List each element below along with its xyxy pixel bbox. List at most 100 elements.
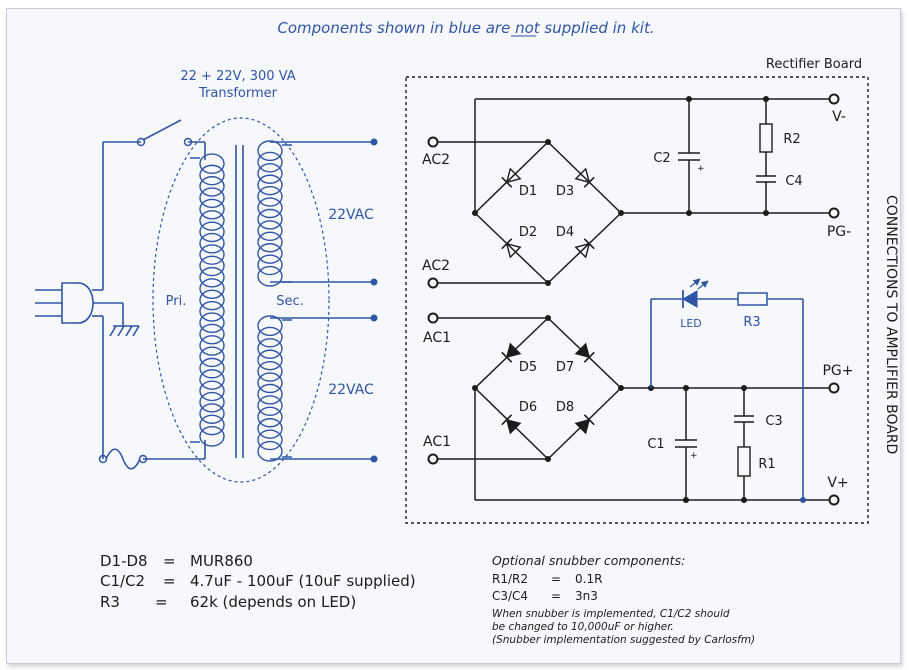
terminal-dot [370, 138, 378, 146]
terminal-pg-minus [828, 207, 840, 219]
resistor-r2-icon [759, 123, 773, 153]
secondary-label: Sec. [276, 294, 304, 309]
coil-turn [199, 221, 225, 243]
wire [474, 212, 549, 284]
junction [545, 280, 551, 286]
capacitor-c2-label: C2 [653, 151, 670, 166]
terminal-ac2-top [427, 136, 439, 148]
coil-turn [199, 278, 225, 299]
parts-list: D1-D8 = MUR860 C1/C2 = 4.7uF - 100uF (10… [100, 552, 416, 611]
transformer-name: Transformer [198, 86, 278, 101]
coil-turn [257, 151, 283, 173]
led-label: LED [680, 317, 702, 330]
coil-turn [257, 208, 283, 230]
input-ac1-bottom-label: AC1 [423, 434, 451, 450]
coil-turn [199, 153, 225, 175]
coil-turn [257, 383, 283, 405]
diode-d3-label: D3 [556, 184, 574, 199]
diode-d1-icon [501, 167, 522, 188]
coil-turn [199, 312, 225, 334]
output-v-minus-label: V- [832, 109, 846, 125]
coil-turn [257, 185, 283, 207]
input-ac2-top-label: AC2 [422, 152, 450, 168]
coil-turn [257, 429, 283, 451]
terminal-v-minus [828, 93, 840, 105]
junction [741, 497, 747, 503]
capacitor-c2-polarity: + [697, 164, 705, 174]
resistor-r1-label: R1 [758, 457, 775, 472]
junction [683, 385, 689, 391]
snubber-value: 3n3 [575, 589, 598, 603]
capacitor-c4-label: C4 [785, 174, 802, 189]
coil-turn [257, 231, 283, 253]
coil-turn [199, 414, 225, 436]
snubber-notes: Optional snubber components: R1/R2 = 0.1… [492, 553, 755, 646]
diode-d4-icon [574, 238, 595, 259]
input-ac2-bottom-label: AC2 [422, 258, 450, 274]
coil-turn [199, 403, 225, 424]
coil-turn [257, 360, 283, 382]
coil-turn [257, 338, 283, 359]
page-background [6, 8, 901, 664]
coil-turn [199, 357, 225, 379]
terminal-ac1-bottom [427, 453, 439, 465]
coil-turn [199, 164, 225, 186]
diode-d4-label: D4 [556, 225, 574, 240]
capacitor-c1-polarity: + [690, 451, 698, 461]
snubber-ref: R1/R2 [492, 572, 528, 586]
coil-turn [199, 244, 225, 265]
coil-turn [199, 266, 225, 288]
snubber-heading: Optional snubber components: [492, 553, 685, 568]
output-v-plus-label: V+ [827, 475, 848, 491]
primary-coil [190, 153, 225, 447]
coil-turn [257, 372, 283, 394]
parts-value: 4.7uF - 100uF (10uF supplied) [190, 572, 416, 590]
coil-turn [199, 335, 225, 356]
coil-turn [257, 243, 283, 264]
resistor-r2-label: R2 [783, 132, 800, 147]
snubber-ref: C3/C4 [492, 589, 528, 603]
transformer-rating: 22 + 22V, 300 VA [180, 69, 295, 84]
diode-d5-label: D5 [519, 360, 537, 375]
coil-turn [257, 163, 283, 184]
coil-turn [199, 323, 225, 345]
snubber-note: (Snubber implementation suggested by Car… [492, 634, 755, 646]
coil-turn [199, 369, 225, 390]
output-pg-plus-label: PG+ [822, 363, 853, 379]
parts-ref: D1-D8 [100, 552, 148, 570]
secondary-coil-upper [257, 140, 292, 287]
junction [763, 210, 769, 216]
wire [547, 141, 622, 214]
capacitor-c1-label: C1 [647, 437, 664, 452]
coil-turn [257, 406, 283, 428]
snubber-eq: = [551, 589, 561, 603]
coil-turn [257, 220, 283, 242]
coil-turn [257, 254, 283, 276]
diode-d1-label: D1 [519, 184, 537, 199]
coil-turn [257, 197, 283, 219]
terminal-dot [370, 314, 378, 322]
mains-plug-icon [61, 282, 94, 324]
junction [686, 96, 692, 102]
junction [683, 497, 689, 503]
fuse-icon [105, 448, 141, 470]
secondary-coil-lower [257, 315, 292, 462]
snubber-note: be changed to 10,000uF or higher. [492, 621, 674, 633]
diode-d8-icon [574, 414, 595, 435]
parts-value: MUR860 [190, 552, 253, 570]
diode-d8-label: D8 [556, 400, 574, 415]
resistor-r1-icon [737, 446, 751, 477]
switch-lever [142, 119, 182, 141]
junction [741, 385, 747, 391]
coil-turn [257, 349, 283, 371]
parts-value: 62k (depends on LED) [190, 593, 356, 611]
resistor-r3-icon [737, 292, 768, 306]
junction [545, 139, 551, 145]
junction [686, 210, 692, 216]
coil-turn [257, 440, 283, 462]
led-icon [681, 278, 709, 308]
coil-turn [257, 265, 283, 287]
coil-turn [199, 255, 225, 277]
coil-turn [257, 418, 283, 439]
